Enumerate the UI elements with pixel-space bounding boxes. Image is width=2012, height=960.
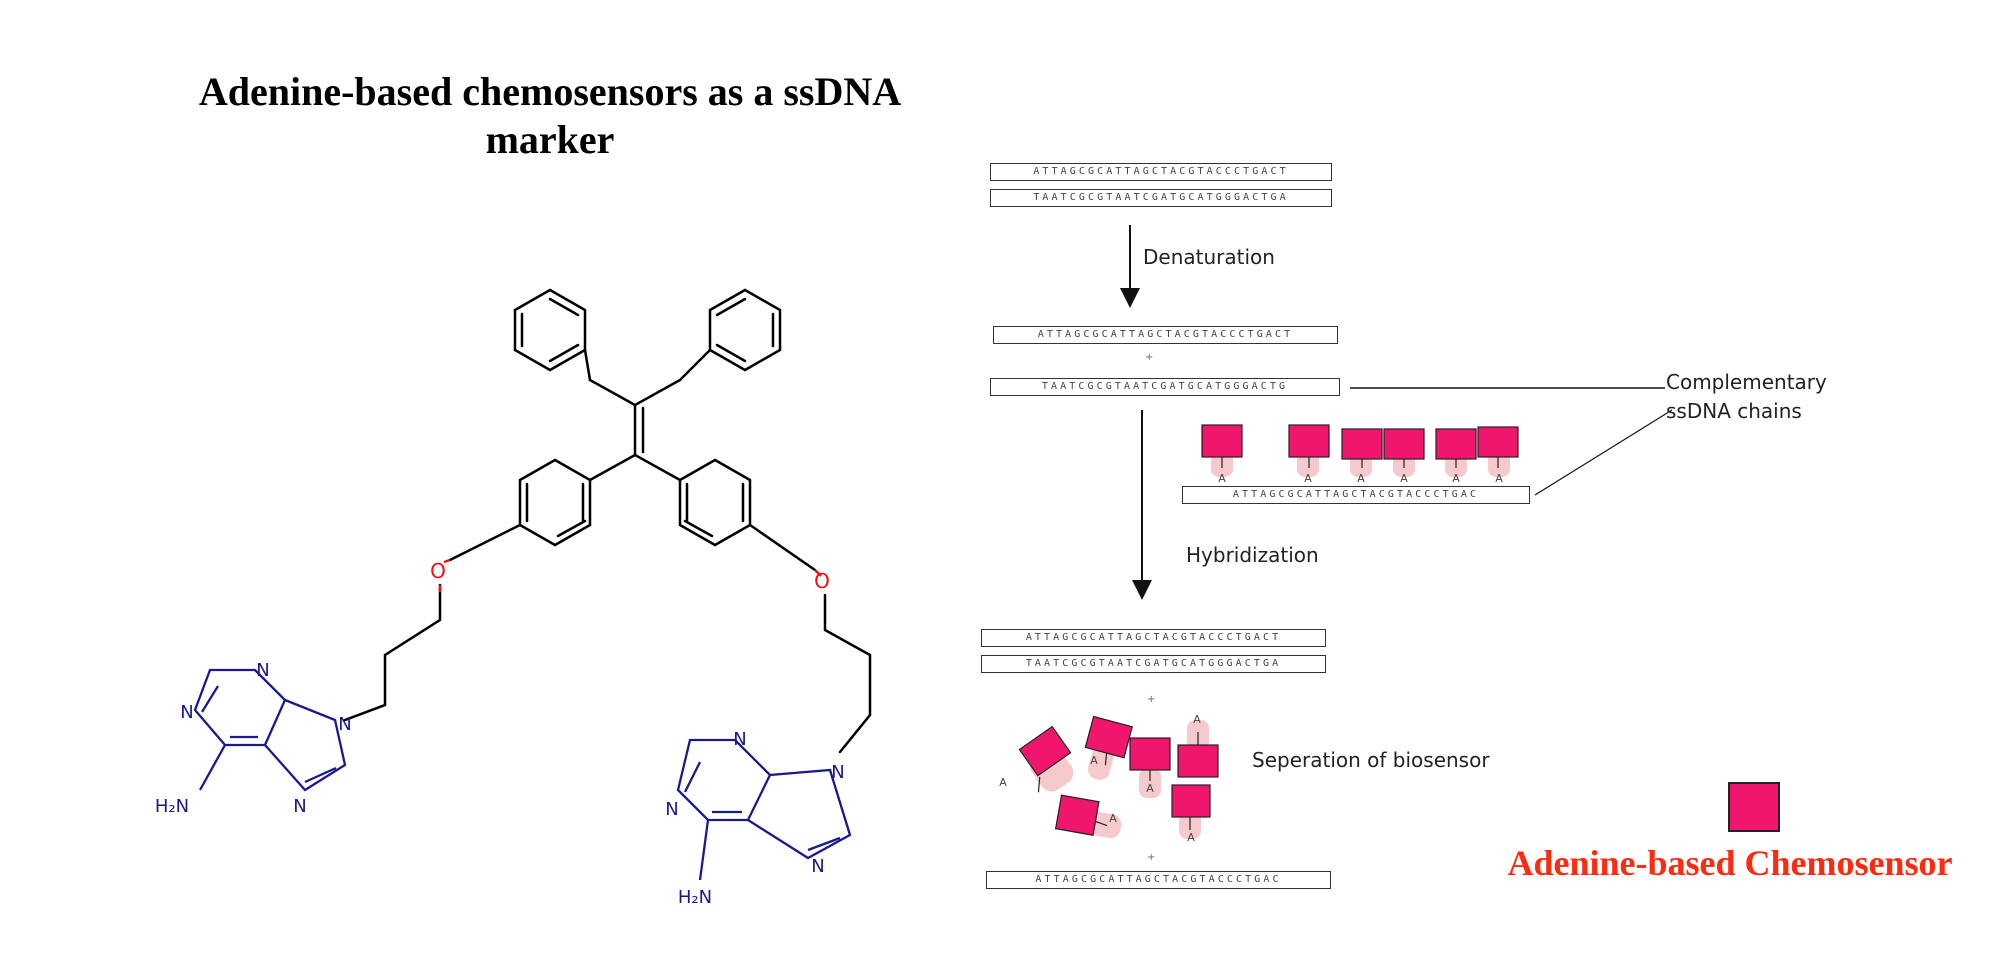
callout-label-line1: Complementary bbox=[1666, 370, 1827, 394]
chemosensor-bound bbox=[1383, 428, 1425, 477]
chemosensor-bound bbox=[1201, 424, 1243, 477]
legend-swatch bbox=[1728, 782, 1780, 832]
ssdna-with-sensors: ATTAGCGCATTAGCTACGTACCCTGAC bbox=[1182, 486, 1530, 504]
adenine-base-label: A bbox=[1187, 831, 1195, 844]
adenine-base-label: A bbox=[1304, 472, 1312, 485]
oxygen-atom-left: O bbox=[430, 559, 446, 583]
ssdna-antisense-strand: TAATCGCGTAATCGATGCATGGGACTG bbox=[990, 378, 1340, 396]
oxygen-atom-right: O bbox=[814, 569, 830, 593]
free-ssdna-strand: ATTAGCGCATTAGCTACGTACCCTGAC bbox=[986, 871, 1331, 889]
phenyl-ring bbox=[708, 288, 782, 372]
plus-sign: + bbox=[1147, 694, 1156, 705]
free-chemosensor bbox=[1054, 794, 1122, 839]
step-hybridization: Hybridization bbox=[1186, 543, 1319, 567]
adenine-base-label: A bbox=[999, 776, 1007, 789]
adenine-base-label: A bbox=[1218, 472, 1226, 485]
free-chemosensor bbox=[1177, 720, 1219, 778]
rehybridized-sense-strand: ATTAGCGCATTAGCTACGTACCCTGACT bbox=[981, 629, 1326, 647]
svg-text:H₂N: H₂N bbox=[155, 796, 189, 817]
callout-label-line2: ssDNA chains bbox=[1666, 399, 1802, 423]
svg-text:N: N bbox=[665, 799, 678, 820]
free-chemosensor bbox=[1084, 715, 1133, 780]
chemical-structure: O O N N N N H₂N N N N N H₂N bbox=[155, 288, 872, 908]
adenine-base-label: A bbox=[1146, 782, 1154, 795]
svg-text:N: N bbox=[180, 702, 193, 723]
svg-text:H₂N: H₂N bbox=[678, 887, 712, 908]
free-chemosensor bbox=[1129, 737, 1171, 798]
adenine-base-label: A bbox=[1357, 472, 1365, 485]
dsdna-sense-strand: ATTAGCGCATTAGCTACGTACCCTGACT bbox=[990, 163, 1332, 181]
chemosensor-bound bbox=[1341, 428, 1383, 477]
free-chemosensor bbox=[1171, 784, 1211, 839]
callout-line-diagonal bbox=[1534, 409, 1673, 496]
svg-text:N: N bbox=[733, 729, 746, 750]
free-chemosensor bbox=[1018, 725, 1074, 793]
svg-text:N: N bbox=[256, 660, 269, 681]
plus-sign: + bbox=[1147, 852, 1156, 863]
phenyl-ring bbox=[513, 288, 587, 372]
step-separation: Seperation of biosensor bbox=[1252, 748, 1490, 772]
adenine-base-label: A bbox=[1090, 754, 1098, 767]
adenine-base-label: A bbox=[1193, 713, 1201, 726]
chemosensor-bound bbox=[1288, 424, 1330, 477]
legend-label: Adenine-based Chemosensor bbox=[1507, 843, 1953, 883]
svg-text:N: N bbox=[811, 856, 824, 877]
svg-text:N: N bbox=[831, 762, 844, 783]
adenine-base-label: A bbox=[1109, 812, 1117, 825]
adenine-base-label: A bbox=[1400, 472, 1408, 485]
rehybridized-antisense-strand: TAATCGCGTAATCGATGCATGGGACTGA bbox=[981, 655, 1326, 673]
figure-title: Adenine-based chemosensors as a ssDNA ma… bbox=[198, 69, 902, 162]
step-denaturation: Denaturation bbox=[1143, 245, 1275, 269]
ssdna-sense-strand: ATTAGCGCATTAGCTACGTACCCTGACT bbox=[993, 326, 1338, 344]
adenine-base-label: A bbox=[1495, 472, 1503, 485]
adenine-base-label: A bbox=[1452, 472, 1460, 485]
chemosensor-bound bbox=[1477, 426, 1519, 477]
svg-text:N: N bbox=[338, 714, 351, 735]
dsdna-antisense-strand: TAATCGCGTAATCGATGCATGGGACTGA bbox=[990, 189, 1332, 207]
chemosensor-bound bbox=[1435, 428, 1477, 477]
svg-text:N: N bbox=[293, 796, 306, 817]
plus-sign: + bbox=[1145, 352, 1154, 363]
